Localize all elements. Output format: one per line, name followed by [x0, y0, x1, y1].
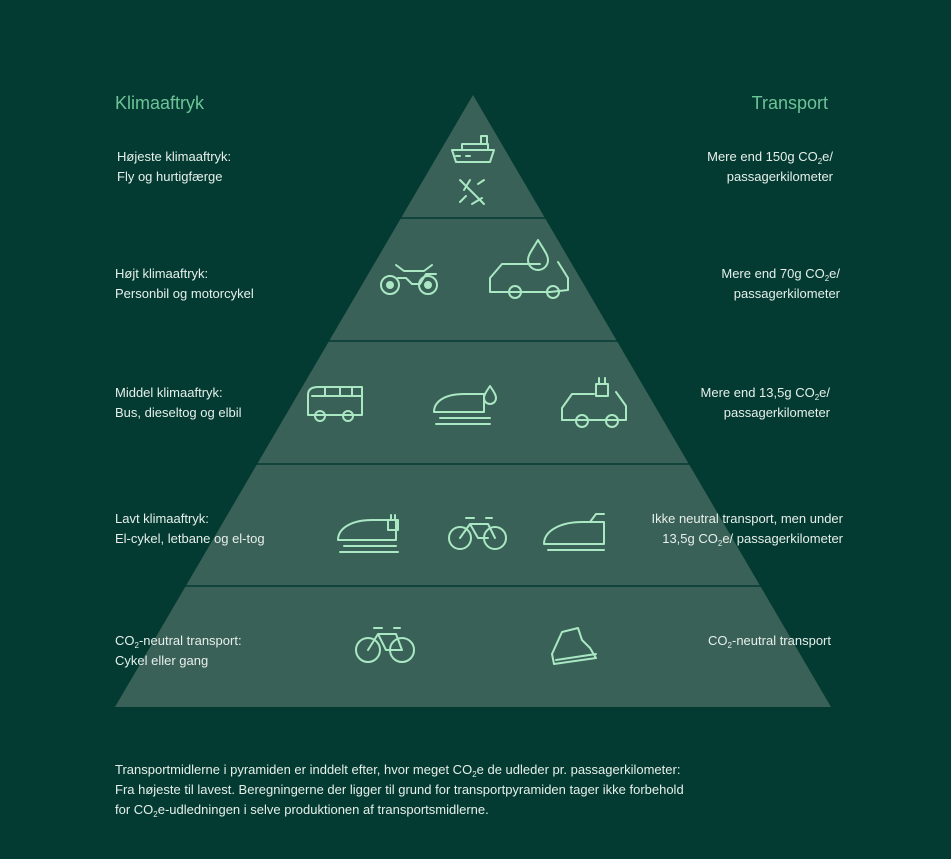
- pyramid-shape: [115, 95, 831, 707]
- text: e-udledningen i selve produktionen af tr…: [157, 802, 489, 817]
- unit: passagerkilometer: [733, 286, 840, 301]
- light-rail-icon: [337, 514, 399, 553]
- subscript: 2: [134, 641, 139, 650]
- header-transport: Transport: [751, 93, 828, 113]
- level-title: Middel klimaaftryk:: [115, 385, 223, 400]
- level-subtitle: El-cykel, letbane og el-tog: [115, 531, 265, 546]
- text: CO: [708, 633, 728, 648]
- text: e/ passagerkilometer: [722, 531, 843, 546]
- text: 13,5g CO: [662, 531, 718, 546]
- subscript: 2: [824, 274, 830, 283]
- unit: passagerkilometer: [723, 405, 830, 420]
- electric-train-icon: [543, 513, 605, 551]
- text: e/: [819, 385, 830, 400]
- footnote-line: Fra højeste til lavest. Beregningerne de…: [115, 782, 684, 797]
- subscript: 2: [153, 810, 158, 819]
- electric-car-icon: [561, 377, 627, 428]
- e-bike-icon: [448, 517, 507, 550]
- level-3-right: Mere end 13,5g CO2e/ passagerkilometer: [701, 383, 830, 423]
- text: for CO: [115, 802, 154, 817]
- level-subtitle: Cykel eller gang: [115, 653, 209, 668]
- subscript: 2: [472, 770, 477, 779]
- text: -neutral transport: [732, 633, 831, 648]
- shoe-icon: [551, 627, 597, 665]
- header-climate-footprint: Klimaaftryk: [115, 93, 205, 113]
- level-title: Højeste klimaaftryk:: [117, 149, 232, 164]
- footnote-line: Transportmidlerne i pyramiden er inddelt…: [115, 760, 835, 780]
- footnote-line: for CO2e-udledningen i selve produktione…: [115, 800, 835, 820]
- ferry-icon: [451, 135, 495, 163]
- level-subtitle: Fly og hurtigfærge: [117, 169, 223, 184]
- text: e de udleder pr. passagerkilometer:: [476, 762, 681, 777]
- text: e/: [829, 266, 840, 281]
- threshold: Mere end 150g CO2e/: [707, 147, 833, 167]
- pyramid-dividers: [185, 217, 761, 587]
- level-4-left: Lavt klimaaftryk: El-cykel, letbane og e…: [115, 509, 265, 549]
- subscript: 2: [814, 393, 820, 402]
- threshold: CO2-neutral transport: [708, 631, 831, 651]
- text: Mere end 70g CO: [721, 266, 825, 281]
- level-title: Højt klimaaftryk:: [115, 266, 209, 281]
- level-subtitle: Personbil og motorcykel: [115, 286, 254, 301]
- text: Transportmidlerne i pyramiden er inddelt…: [115, 762, 473, 777]
- airplane-icon: [459, 179, 485, 205]
- text: -neutral transport:: [138, 633, 242, 648]
- bus-icon: [307, 386, 363, 422]
- level-1-right: Mere end 150g CO2e/ passagerkilometer: [707, 147, 833, 187]
- level-4-right: Ikke neutral transport, men under 13,5g …: [652, 509, 844, 549]
- text: e/: [822, 149, 833, 164]
- level-5-right: CO2-neutral transport: [708, 631, 831, 651]
- threshold: Mere end 70g CO2e/: [721, 264, 840, 284]
- text: CO: [115, 633, 135, 648]
- unit: 13,5g CO2e/ passagerkilometer: [652, 529, 843, 549]
- level-title: CO2-neutral transport:: [115, 631, 242, 651]
- text: Mere end 150g CO: [707, 149, 818, 164]
- footnote: Transportmidlerne i pyramiden er inddelt…: [115, 760, 835, 820]
- level-5-left: CO2-neutral transport: Cykel eller gang: [115, 631, 242, 671]
- unit: passagerkilometer: [726, 169, 833, 184]
- level-title: Lavt klimaaftryk:: [115, 511, 209, 526]
- fuel-car-icon: [489, 239, 569, 299]
- text: Mere end 13,5g CO: [700, 385, 815, 400]
- threshold: Mere end 13,5g CO2e/: [701, 383, 830, 403]
- level-subtitle: Bus, dieseltog og elbil: [115, 405, 242, 420]
- diesel-train-icon: [433, 385, 497, 425]
- threshold: Ikke neutral transport, men under: [651, 511, 844, 526]
- level-1-left: Højeste klimaaftryk: Fly og hurtigfærge: [117, 147, 231, 187]
- motorcycle-icon: [380, 264, 438, 295]
- level-3-left: Middel klimaaftryk: Bus, dieseltog og el…: [115, 383, 241, 423]
- subscript: 2: [717, 539, 723, 548]
- subscript: 2: [817, 157, 823, 166]
- bicycle-icon: [355, 627, 415, 663]
- level-2-right: Mere end 70g CO2e/ passagerkilometer: [721, 264, 840, 304]
- level-2-left: Højt klimaaftryk: Personbil og motorcyke…: [115, 264, 254, 304]
- subscript: 2: [727, 641, 732, 650]
